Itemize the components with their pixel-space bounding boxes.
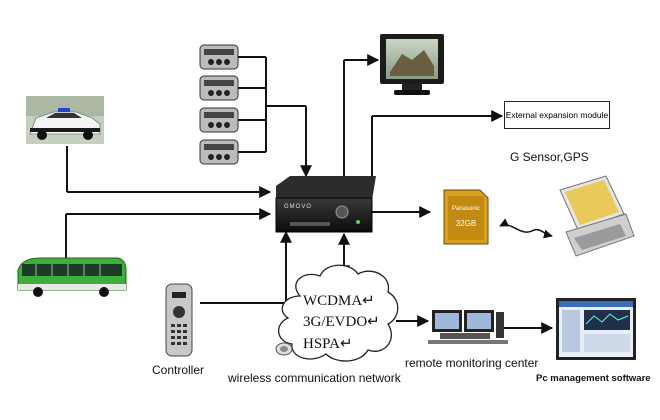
- sd-card-icon: Panasonic 32GB: [443, 189, 489, 245]
- cloud-network-hspa: HSPA↵: [303, 336, 353, 352]
- laptop-icon: [559, 175, 635, 257]
- svg-text:Panasonic: Panasonic: [452, 206, 480, 212]
- pc-screen-icon: [556, 298, 636, 360]
- wireless-network-label: wireless communication network: [228, 371, 401, 385]
- dvr-connectors: [65, 54, 554, 334]
- svg-text:32GB: 32GB: [456, 219, 476, 228]
- camera-icon: [199, 44, 239, 70]
- camera-icon: [199, 139, 239, 165]
- workstation-icon: [428, 310, 508, 344]
- g-sensor-gps-label: G Sensor,GPS: [510, 150, 589, 164]
- dvr-brand-label: GMOVO: [284, 204, 313, 210]
- camera-connectors: [238, 56, 312, 178]
- external-expansion-module-box: External expansion module: [504, 101, 610, 129]
- monitor-icon: [380, 34, 444, 95]
- controller-label: Controller: [152, 363, 205, 377]
- remote-control-icon: [165, 283, 193, 357]
- cloud-network-wcdma: WCDMA↵: [303, 293, 375, 309]
- police-car-image: [26, 96, 104, 144]
- pc-software-label: Pc management software: [536, 373, 651, 384]
- cloud-icon: [275, 264, 399, 362]
- dvr-unit: [275, 176, 376, 233]
- camera-icon: [199, 75, 239, 101]
- remote-monitoring-label: remote monitoring center: [405, 356, 539, 370]
- camera-icon: [199, 107, 239, 133]
- bus-image: [17, 257, 127, 297]
- sd-laptop-connector: [499, 218, 553, 239]
- cloud-network-3g-evdo: 3G/EVDO↵: [303, 314, 380, 330]
